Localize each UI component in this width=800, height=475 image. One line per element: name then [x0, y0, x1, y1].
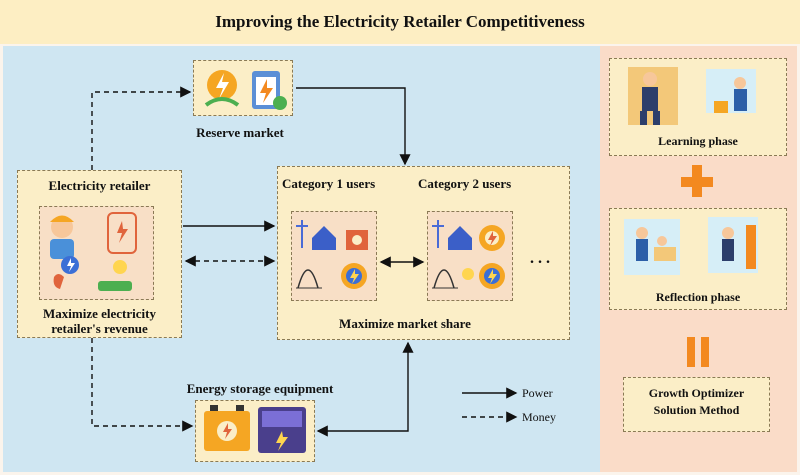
reflection-phase-illustration: [624, 217, 758, 275]
category2-label: Category 2 users: [418, 176, 512, 191]
category2-users-icon: [432, 220, 505, 289]
equals-icon-left: [687, 337, 695, 367]
category1-icons: [291, 211, 377, 301]
retailer-title: Electricity retailer: [48, 178, 151, 193]
reflection-phase-label: Reflection phase: [655, 290, 741, 304]
plus-icon-horizontal: [681, 177, 713, 187]
reserve-market-label: Reserve market: [196, 125, 284, 140]
reserve-market-icon: [204, 70, 287, 110]
category1-label: Category 1 users: [282, 176, 376, 191]
users-caption: Maximize market share: [339, 316, 471, 331]
category1-users-icon: [296, 220, 368, 289]
retailer-caption-line1: Maximize electricity: [43, 306, 156, 321]
equals-icon-right: [701, 337, 709, 367]
learning-phase-illustration: [628, 67, 756, 125]
reserve-market-icons: [193, 60, 293, 116]
storage-label: Energy storage equipment: [186, 381, 334, 396]
arrow-reserve-to-users: [296, 87, 411, 166]
retailer-icons: [39, 206, 154, 300]
legend-power-label: Power: [522, 386, 553, 400]
reflection-phase-box: [609, 208, 787, 310]
storage-icons: [195, 400, 315, 462]
retailer-worker-icon: [50, 212, 137, 291]
method-box: [623, 377, 770, 432]
legend-money-label: Money: [522, 410, 556, 424]
users-ellipsis: . . .: [530, 250, 550, 267]
energy-storage-icon: [204, 405, 306, 453]
diagram-title: Improving the Electricity Retailer Compe…: [0, 0, 800, 44]
method-line2: Solution Method: [653, 403, 740, 417]
method-line1: Growth Optimizer: [648, 386, 745, 400]
learning-phase-label: Learning phase: [658, 134, 738, 148]
learning-phase-box: [609, 58, 787, 156]
arrow-retailer-to-storage: [91, 338, 194, 432]
arrow-storage-users: [316, 341, 414, 437]
category2-icons: [427, 211, 513, 301]
arrow-retailer-to-reserve: [91, 86, 192, 170]
retailer-caption-line2: retailer's revenue: [51, 321, 148, 336]
